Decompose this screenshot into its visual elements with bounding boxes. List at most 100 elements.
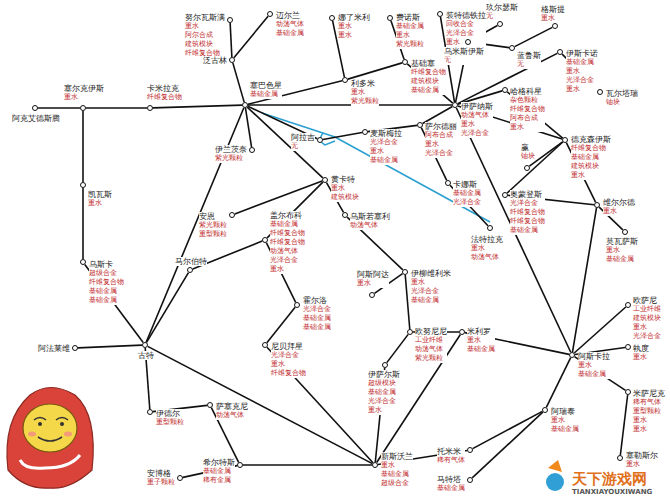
route-line: [423, 106, 453, 123]
route-line: [515, 27, 553, 46]
station-label: 奥蒙登斯光洋合金纤维复合物纤维复合物基础金属: [510, 190, 545, 235]
station-name: 伊萨尔斯: [368, 370, 400, 379]
station-node: 利多米重水紫光颗粒: [342, 77, 348, 83]
station-node: 黄卡特重水建筑模块: [322, 177, 328, 183]
route-line: [235, 181, 322, 214]
resource-text: 紫光颗粒: [351, 97, 379, 106]
station-node: 欧努尼尼工业纤维动荡气体紫光颗粒: [407, 329, 413, 335]
station-label: 乌斯若塞利动荡气体: [350, 212, 390, 230]
station-name: 安博格: [147, 469, 175, 478]
station-label: 安恩紫光颗粒重型颗粒: [199, 212, 227, 239]
station-node: 伊兰茨奈紫光颗粒: [249, 147, 255, 153]
station-label: 黄卡特重水建筑模块: [331, 175, 359, 202]
resource-text: 纤维复合物: [510, 208, 545, 217]
station-name: 基础塞: [411, 59, 446, 68]
resource-text: 光泽合金: [368, 397, 400, 406]
station-label: 萨尔德丽阿布合成重水光泽合金: [425, 122, 457, 158]
station-label: 欧努尼尼工业纤维动荡气体紫光颗粒: [415, 327, 447, 363]
station-label: 阿瑞泰重水基础金属: [551, 407, 579, 434]
resource-text: 重水: [566, 67, 598, 76]
station-name: 赢: [521, 143, 535, 152]
station-name: 執度: [633, 344, 649, 353]
station-label: 乌斯卡超级合金纤维复合物基础金属基础金属: [89, 260, 124, 305]
station-name: 尼贝拜星: [271, 342, 306, 351]
route-line: [347, 217, 403, 270]
resource-text: 重水: [185, 22, 225, 31]
resource-text: 无: [517, 60, 541, 69]
station-node: 伊斯卡诺基础金属重水光泽合金重水: [557, 49, 563, 55]
resource-text: 工业纤维: [415, 336, 447, 345]
station-name: 玖尔瑟斯: [486, 3, 518, 12]
station-node: 乌米斯伊斯无: [465, 39, 471, 45]
resource-text: 光泽合金: [370, 138, 402, 147]
resource-text: 重水: [626, 460, 658, 469]
resource-text: 光泽合金: [461, 129, 493, 138]
station-name: 阿法莱维: [38, 344, 70, 353]
station-name: 阿瑞泰: [551, 407, 579, 416]
station-node: 米利罗重水基础金属: [459, 329, 465, 335]
station-label: 蓝鲁斯无: [517, 51, 541, 69]
resource-text: 重水: [425, 140, 457, 149]
station-node: 阿克艾德斯腾: [32, 105, 38, 111]
resource-text: 纤维复合物: [510, 217, 545, 226]
station-label: 霍尔洛光泽合金基础金属基础金属: [303, 296, 331, 332]
resource-text: 动荡气体: [216, 411, 248, 420]
station-node: 乌斯卡超级合金纤维复合物基础金属基础金属: [80, 259, 86, 265]
resource-text: 重水: [271, 360, 306, 369]
station-label: 赢铀块: [521, 143, 535, 161]
station-label: 伊德尔重型颗粒: [156, 409, 184, 427]
route-line: [86, 108, 147, 109]
resource-text: 光泽合金: [271, 351, 306, 360]
resource-text: 基础金属: [510, 226, 545, 235]
route-line: [572, 208, 596, 352]
route-line: [248, 105, 452, 106]
resource-text: 基础金属: [303, 323, 331, 332]
route-line: [230, 23, 232, 57]
resource-text: 稀有气体: [633, 398, 665, 407]
resource-text: 无: [444, 56, 484, 65]
resource-text: 光泽合金: [411, 287, 451, 296]
station-label: 马尔伯特: [175, 257, 207, 266]
station-name: 阿克艾德斯腾: [12, 114, 60, 123]
route-line: [85, 264, 143, 342]
resource-text: 动荡气体: [350, 221, 390, 230]
resource-text: 光泽合金: [270, 256, 305, 265]
station-label: 古特: [138, 351, 154, 360]
station-node: 卡娜斯基础金属光泽合金: [445, 180, 451, 186]
station-name: 奥蒙登斯: [510, 190, 545, 199]
resource-text: 重水: [368, 406, 400, 415]
resource-text: 稀有气体: [437, 456, 465, 465]
route-line: [83, 188, 84, 259]
route-line: [473, 411, 543, 448]
station-name: 欧努尼尼: [415, 327, 447, 336]
resource-text: 基础金属: [566, 58, 598, 67]
station-label: 格斯提重水: [541, 5, 565, 23]
resource-text: 动荡气体: [461, 111, 493, 120]
resource-text: 建筑模块: [185, 40, 225, 49]
station-name: 维尔尔德: [603, 198, 635, 207]
route-line: [267, 347, 373, 463]
resource-text: 基础金属: [203, 467, 235, 476]
route-line: [620, 395, 627, 455]
resource-text: 光泽合金: [425, 149, 457, 158]
station-node: 托米米稀有气体: [467, 447, 473, 453]
resource-text: 重型颗粒: [156, 418, 184, 427]
resource-text: 动荡气体: [415, 345, 447, 354]
route-line: [83, 111, 84, 182]
station-name: 卡米拉克: [147, 84, 182, 93]
station-label: 玖尔瑟斯无: [486, 3, 518, 21]
resource-text: 重水: [606, 246, 638, 255]
resource-text: 基础金属: [381, 470, 413, 479]
station-name: 伊柳维利米: [411, 269, 451, 278]
station-label: 安博格重子颗粒: [147, 469, 175, 487]
resource-text: 稀有金属: [203, 476, 235, 485]
station-node: 德克森伊斯纤维复合物基础金属建筑模块重水: [562, 137, 568, 143]
station-label: 维尔尔德重水: [603, 198, 635, 216]
route-line: [146, 108, 244, 342]
watermark-text: 天下游戏网: [572, 470, 647, 489]
resource-text: 纤维复合物: [411, 68, 446, 77]
station-label: 阿拉吉无: [291, 133, 315, 151]
station-label: 新斯沃兰重水基础金属超级合金: [381, 452, 413, 488]
station-label: 托米米稀有气体: [437, 447, 465, 465]
station-node: 装特德铁拉回收合金光泽合金重水: [437, 11, 443, 17]
